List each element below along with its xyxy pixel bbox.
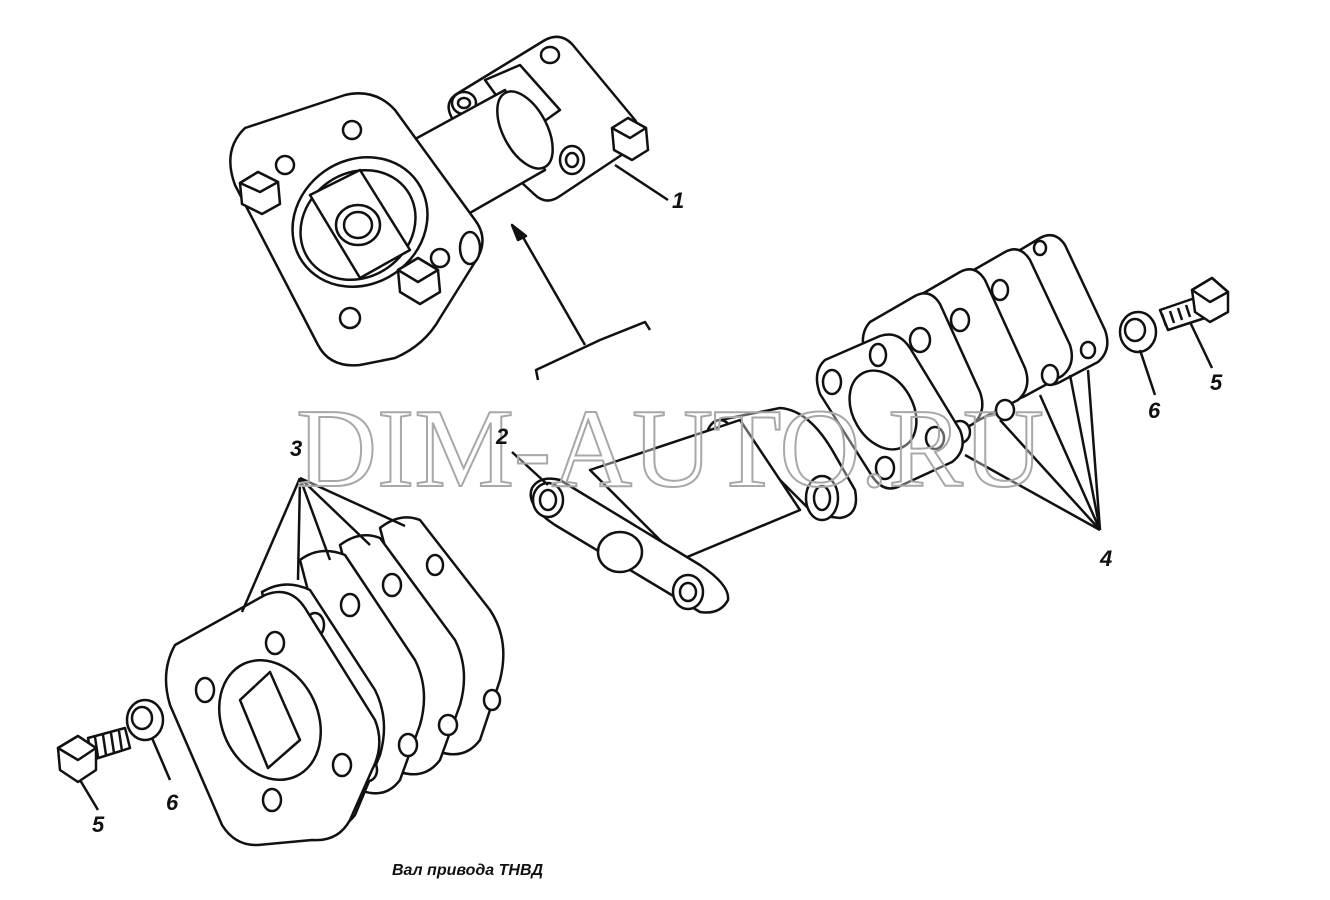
watermark: DIM-AUTO.RU: [295, 386, 1045, 508]
watermark-text: DIM-AUTO.RU: [296, 387, 1044, 508]
callout-2: 2: [496, 424, 509, 449]
callout-3: 3: [290, 436, 303, 461]
drive-shaft: [529, 406, 858, 614]
callout-5-left: 5: [92, 812, 105, 837]
callout-3-leaders: [240, 476, 406, 613]
callout-6-right: 6: [1148, 398, 1161, 423]
assembly-direction-arrow: [510, 223, 652, 381]
upper-shaft-assembly: [229, 35, 650, 367]
right-spacer-stack: [815, 233, 1109, 490]
left-bolt-washer: [56, 698, 165, 784]
callout-1: 1: [672, 188, 685, 213]
callout-5-right: 5: [1210, 370, 1223, 395]
left-spacer-stack: [164, 516, 505, 847]
callout-6-left: 6: [166, 790, 179, 815]
diagram-caption: Вал привода ТНВД: [392, 862, 544, 879]
callout-4-leaders: [964, 369, 1102, 532]
right-bolt-washer: [1118, 276, 1230, 354]
callout-4: 4: [1100, 546, 1113, 571]
